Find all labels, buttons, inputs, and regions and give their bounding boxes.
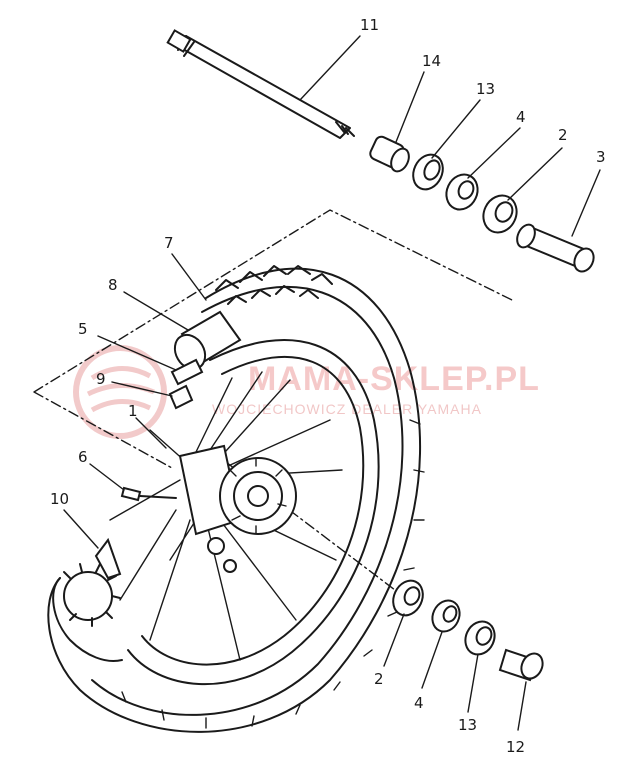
callout-11: 11 [360, 16, 379, 34]
callout-13-lower: 13 [458, 716, 477, 734]
callout-4-upper: 4 [516, 108, 526, 126]
collar-part [369, 135, 410, 173]
valve-cap-part [170, 358, 204, 386]
callout-4-lower: 4 [414, 694, 424, 712]
callout-labels: 11 14 13 4 2 3 7 8 5 9 1 6 10 2 4 13 12 [50, 16, 606, 756]
valve-nut-part [168, 384, 194, 410]
bearing-upper-4 [445, 173, 479, 211]
oil-seal-upper [412, 153, 444, 191]
callout-7: 7 [164, 234, 174, 252]
watermark-subtitle-text: WOJCIECHOWICZ DEALER YAMAHA [212, 401, 482, 417]
callout-8: 8 [108, 276, 118, 294]
rim [127, 339, 380, 686]
callout-3: 3 [596, 148, 606, 166]
spokes [109, 371, 343, 661]
callout-2-lower: 2 [374, 670, 384, 688]
spacer-part [516, 223, 595, 273]
collar-lower-part [498, 648, 544, 682]
callout-13-upper: 13 [476, 80, 495, 98]
hub-part [178, 444, 297, 573]
bearing-lower-4 [431, 599, 461, 633]
callout-5: 5 [78, 320, 88, 338]
leader-lines [63, 35, 601, 731]
spoke-nipple-part [120, 486, 177, 502]
callout-10: 10 [50, 490, 69, 508]
callout-12: 12 [506, 738, 525, 756]
bearing-upper-2 [482, 194, 518, 234]
rim-band-part [173, 310, 242, 371]
tire [47, 265, 425, 733]
oil-seal-lower [464, 620, 496, 656]
callout-9: 9 [96, 370, 106, 388]
callout-6: 6 [78, 448, 88, 466]
callout-14: 14 [422, 52, 441, 70]
callout-2-upper: 2 [558, 126, 568, 144]
inner-tube [52, 537, 123, 662]
callout-1: 1 [128, 402, 138, 420]
axle-part [166, 29, 355, 139]
bearing-lower-2 [392, 579, 424, 617]
assembly-guide-lines [33, 209, 513, 591]
